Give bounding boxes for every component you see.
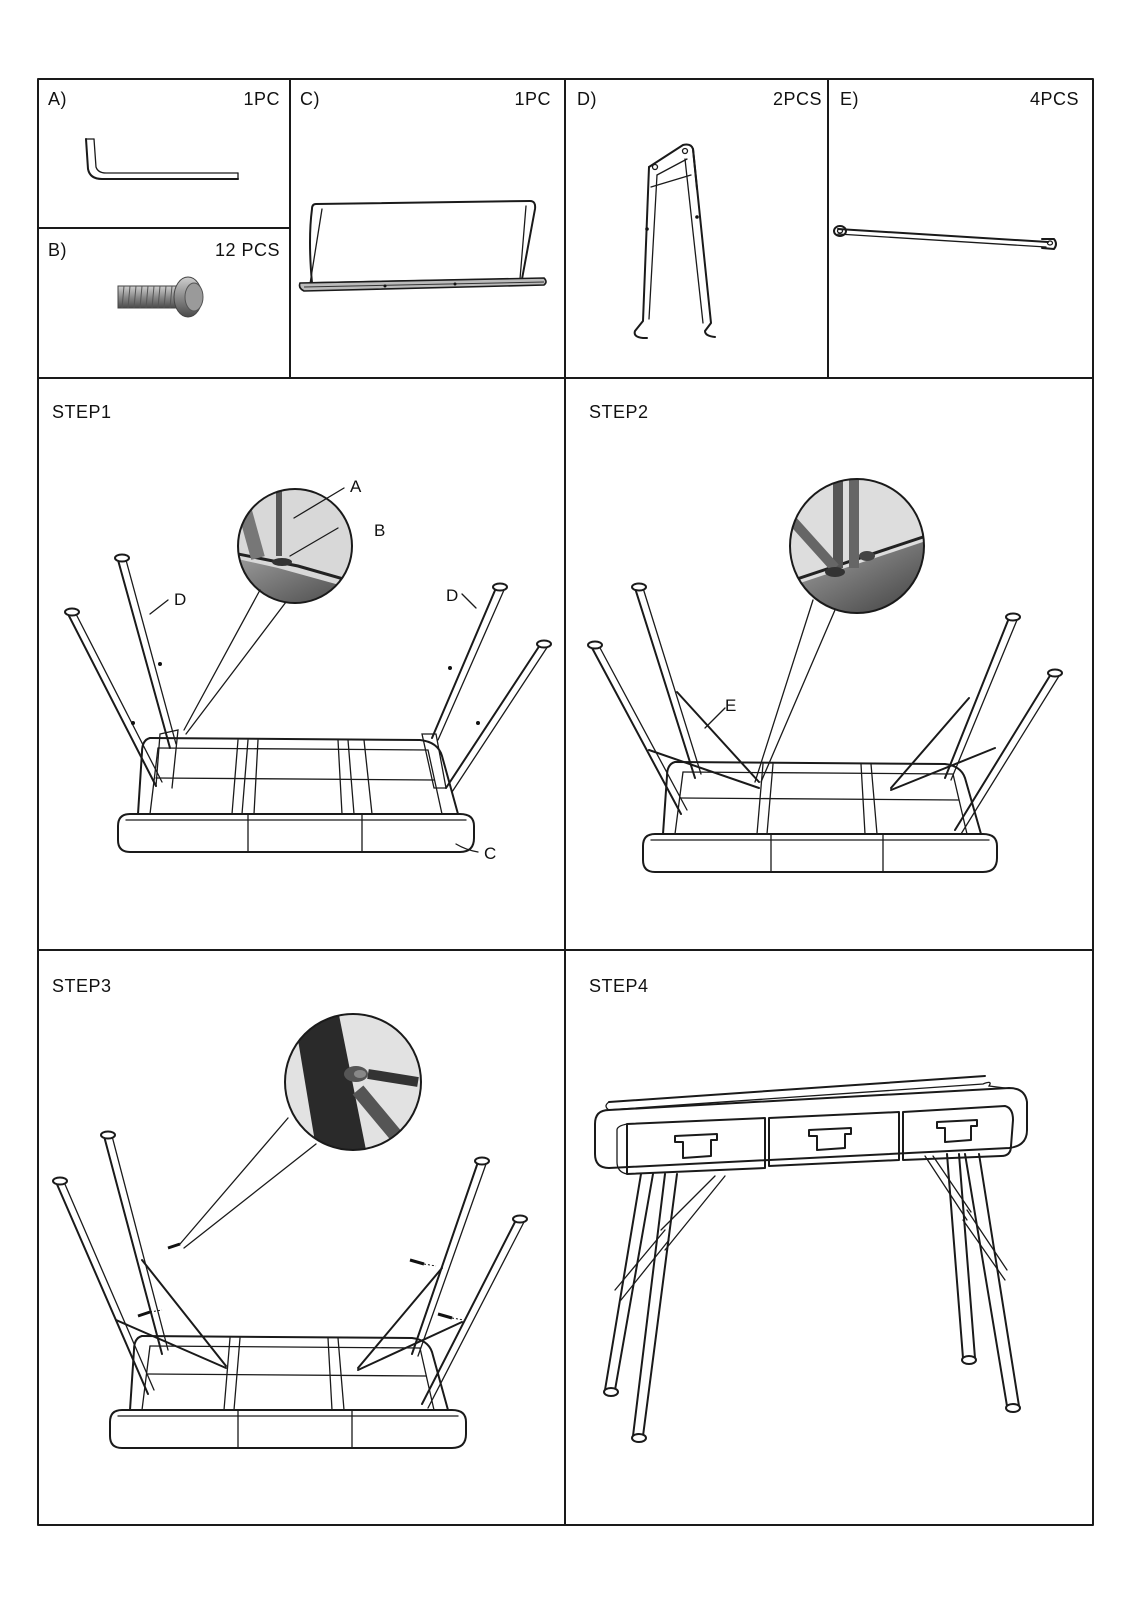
part-b-cell: B) 12 PCS bbox=[38, 228, 290, 378]
step1-callout-c: C bbox=[484, 844, 497, 863]
step3-panel: STEP3 bbox=[38, 950, 565, 1525]
part-b-qty: 12 PCS bbox=[214, 240, 280, 260]
part-e-cell: E) 4PCS bbox=[828, 79, 1093, 378]
part-a-label: A) bbox=[48, 89, 67, 109]
step2-panel: STEP2 bbox=[565, 378, 1093, 950]
part-b-label: B) bbox=[48, 240, 67, 260]
part-d-label: D) bbox=[577, 89, 597, 109]
part-c-qty: 1PC bbox=[514, 89, 551, 109]
part-a-qty: 1PC bbox=[243, 89, 280, 109]
step4-panel: STEP4 bbox=[565, 950, 1093, 1525]
part-e-label: E) bbox=[840, 89, 859, 109]
step1-callout-a: A bbox=[350, 477, 362, 496]
part-c-label: C) bbox=[300, 89, 320, 109]
part-d-cell: D) 2PCS bbox=[565, 79, 828, 378]
step1-panel: STEP1 bbox=[38, 378, 565, 950]
step2-label: STEP2 bbox=[589, 402, 649, 422]
step1-callout-d-left: D bbox=[174, 590, 187, 609]
step2-callout-e: E bbox=[725, 696, 737, 715]
brace-bar-icon bbox=[833, 225, 1057, 250]
part-d-qty: 2PCS bbox=[772, 89, 822, 109]
table-top-icon bbox=[298, 200, 547, 292]
step1-illustration bbox=[64, 487, 552, 853]
step1-callout-d-right: D bbox=[446, 586, 459, 605]
allen-key-icon bbox=[85, 138, 239, 180]
step4-label: STEP4 bbox=[589, 976, 649, 996]
step3-label: STEP3 bbox=[52, 976, 112, 996]
step1-label: STEP1 bbox=[52, 402, 112, 422]
bolt-icon bbox=[117, 276, 204, 318]
step3-illustration bbox=[52, 1013, 528, 1449]
leg-frame-icon bbox=[633, 143, 716, 339]
part-e-qty: 4PCS bbox=[1029, 89, 1079, 109]
step2-illustration bbox=[587, 478, 1063, 873]
step1-callout-b: B bbox=[374, 521, 386, 540]
part-a-cell: A) 1PC bbox=[38, 79, 290, 228]
step4-illustration bbox=[594, 1075, 1028, 1443]
part-c-cell: C) 1PC bbox=[290, 79, 565, 378]
